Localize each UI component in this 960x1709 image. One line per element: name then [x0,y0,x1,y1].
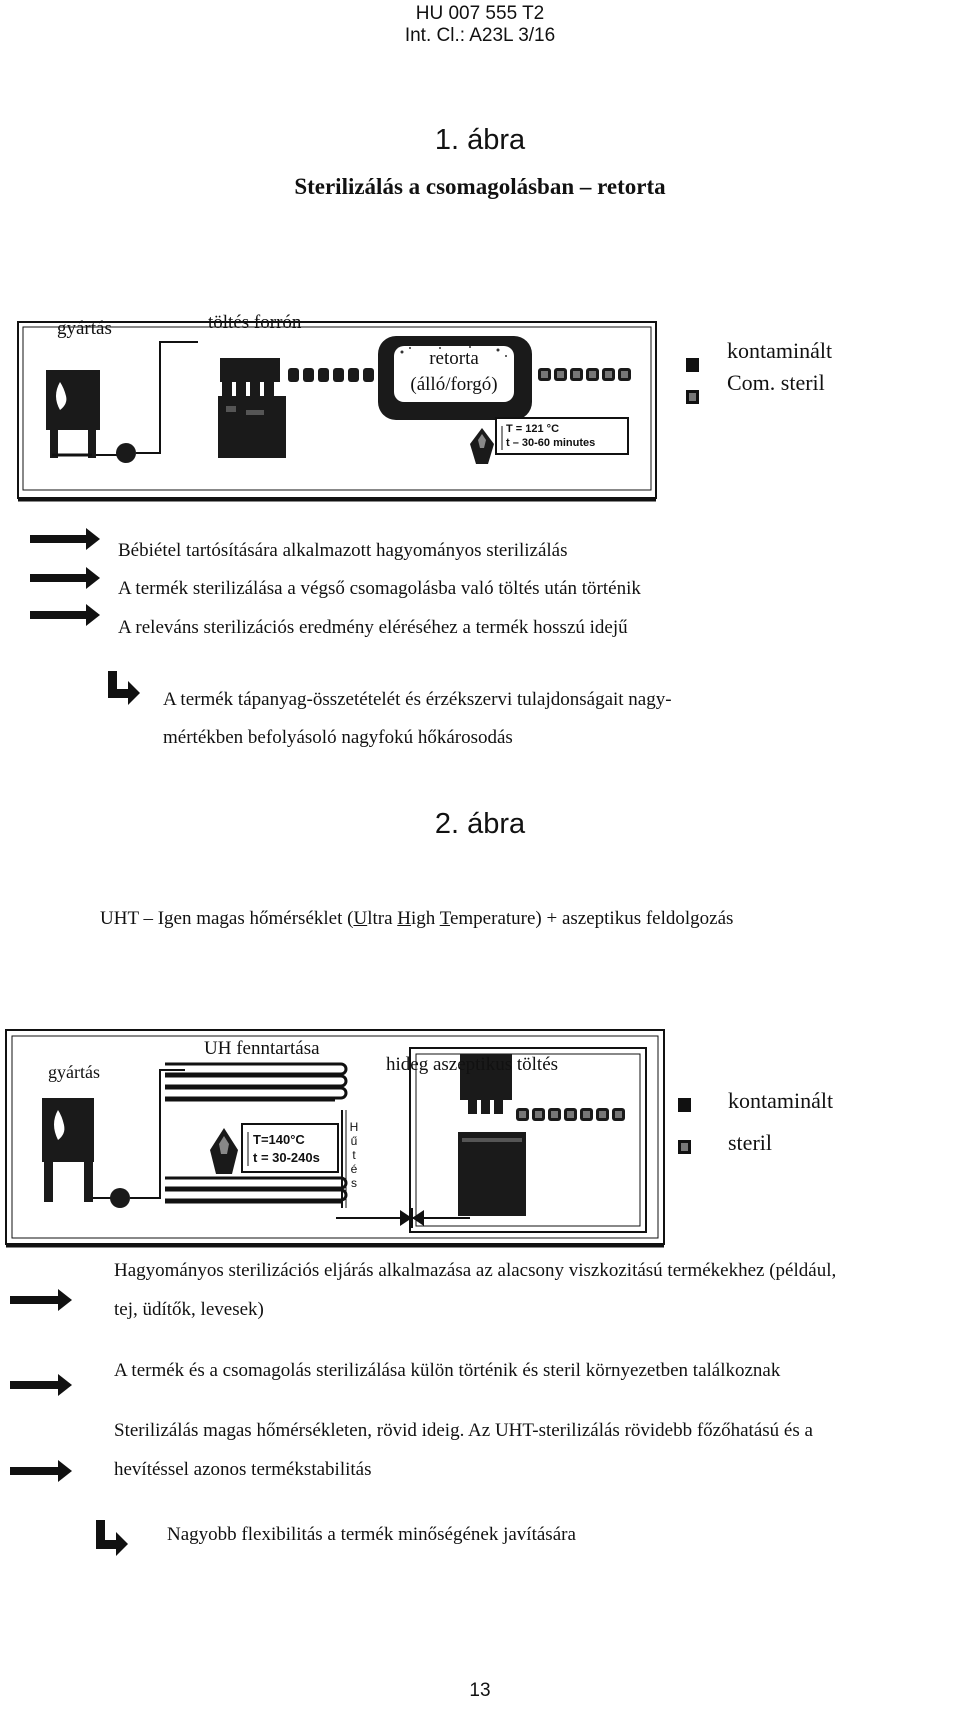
figure1-diagram-graphic [17,321,699,502]
figure1-consequence-line2: mértékben befolyásoló nagyfokú hőkárosod… [163,727,513,748]
label-production: gyártás [48,1062,100,1082]
temp-value: T=140°C [253,1132,305,1147]
arrow-icon [30,567,100,589]
arrow-icon [10,1374,72,1396]
temperature-box [495,417,629,455]
classification: Int. Cl.: A23L 3/16 [404,25,556,46]
arrow-icon [10,1289,72,1311]
label-cold-aseptic-fill: hideg aszeptikus töltés [386,1054,559,1075]
label-production: gyártás [57,318,112,339]
figure2-bullet-1-line1: Hagyományos sterilizációs eljárás alkalm… [114,1260,837,1281]
holding-tube-coils [165,1062,348,1102]
figure2-bullet-2: A termék és a csomagolás sterilizálása k… [114,1360,781,1381]
label-uh-holding: UH fenntartása [204,1038,320,1059]
cooling-label: H ű t é s [349,1120,359,1190]
figure2-subtitle: UHT – Igen magas hőmérséklet (Ultra High… [100,908,734,929]
figure1-consequence-line1: A termék tápanyag-összetételét és érzéks… [163,689,672,710]
figure2-consequence: Nagyobb flexibilitás a termék minőségéne… [167,1524,576,1545]
cooling-coils [165,1176,348,1204]
label-hot-fill: töltés forrón [208,312,302,333]
figure1-arrows [30,528,100,626]
corner-arrow-icon [108,671,140,705]
retort-sublabel: (álló/forgó) [410,374,498,395]
aseptic-filler-icon [409,1047,647,1233]
patent-number: HU 007 555 T2 [415,3,545,24]
retort-vessel-icon [378,336,532,420]
time-value: t = 30-240s [253,1150,320,1165]
pump-icon [110,1188,130,1208]
hot-filler-icon [218,358,286,458]
retort-label: retorta [429,348,479,369]
figure2-bullet-1-line2: tej, üdítők, levesek) [114,1299,264,1320]
figure2-arrows [10,1289,72,1482]
containers-row-2 [538,368,631,381]
legend-contaminated-square [678,1098,691,1112]
figure2-title: 2. ábra [434,808,526,840]
figure1-bullet-3: A releváns sterilizációs eredmény elérés… [118,617,628,638]
pump-icon [116,443,136,463]
arrow-icon [30,604,100,626]
figure1-title: 1. ábra [434,124,526,156]
legend-sterile-label: steril [728,1130,772,1155]
corner-arrow-icon [96,1520,128,1556]
page-number: 13 [469,1680,491,1701]
legend-contaminated-label: kontaminált [727,338,833,363]
containers-row [516,1108,625,1121]
temp-value: T = 121 °C [506,423,560,435]
production-vessel-icon [46,370,100,458]
temperature-box [241,1123,339,1173]
figure1-bullet-1: Bébiétel tartósítására alkalmazott hagyo… [118,540,568,561]
arrow-icon [30,528,100,550]
containers-row-1 [288,368,374,382]
legend-contaminated-square [686,358,699,372]
figure2-diagram-graphic [5,1029,691,1248]
figure1-diagram: gyártás töltés forrón retorta (álló/forg… [0,290,960,510]
time-value: t – 30-60 minutes [506,437,596,449]
legend-contaminated-label: kontaminált [728,1088,834,1113]
figure2-bullet-3-line2: hevítéssel azonos termékstabilitás [114,1459,372,1480]
figure2-bullet-3-line1: Sterilizálás magas hőmérsékleten, rövid … [114,1420,813,1441]
figure2-diagram: gyártás UH fenntartása hideg aszeptikus … [0,1028,960,1250]
production-vessel-icon [42,1098,94,1202]
figure1-subtitle: Sterilizálás a csomagolásban – retorta [294,174,666,199]
arrow-icon [10,1460,72,1482]
legend-sterile-label: Com. steril [727,370,825,395]
figure1-bullet-2: A termék sterilizálása a végső csomagolá… [118,578,641,599]
